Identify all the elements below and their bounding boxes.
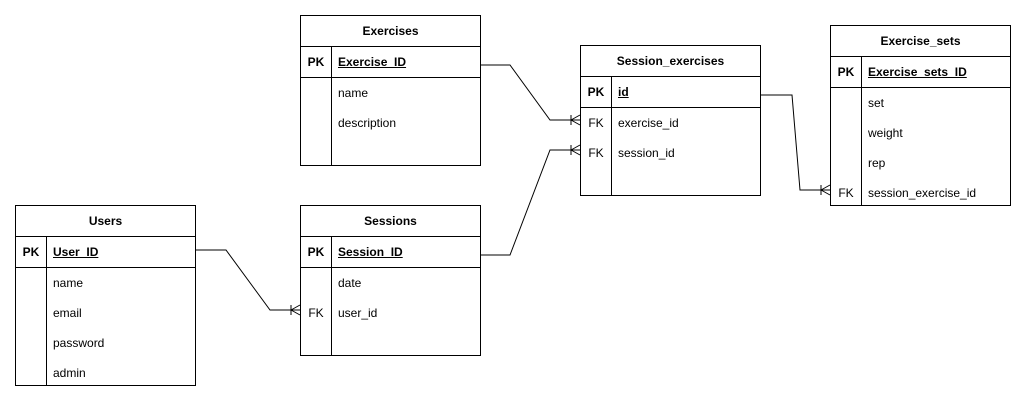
field-list: name description	[301, 78, 480, 166]
table-sessions: Sessions PK Session_ID date FK user_id	[300, 205, 481, 356]
pk-field: Session_ID	[338, 245, 403, 259]
fk-label: FK	[308, 306, 324, 320]
relationship-users-sessions	[196, 249, 301, 316]
pk-row: PK User_ID	[16, 237, 195, 268]
pk-field: User_ID	[53, 245, 99, 259]
relationship-exercises-session-exercises	[481, 64, 581, 126]
pk-row: PK Exercise_ID	[301, 47, 480, 78]
field-list: FK exercise_id FK session_id	[581, 108, 760, 196]
table-title: Exercise_sets	[831, 26, 1010, 57]
field: set	[868, 96, 885, 110]
divider	[331, 47, 332, 77]
field-list: name email password admin	[16, 268, 195, 386]
field: admin	[53, 366, 86, 380]
pk-label: PK	[837, 65, 855, 79]
divider	[861, 88, 862, 206]
pk-label: PK	[587, 85, 605, 99]
fk-label: FK	[588, 146, 604, 160]
field: description	[338, 116, 397, 130]
pk-row: PK id	[581, 77, 760, 108]
table-title: Users	[16, 206, 195, 237]
pk-field: Exercise_ID	[338, 55, 407, 69]
pk-label: PK	[22, 245, 40, 259]
divider	[611, 77, 612, 107]
field: name	[53, 276, 84, 290]
divider	[46, 237, 47, 267]
field: session_exercise_id	[868, 186, 977, 200]
table-session-exercises: Session_exercises PK id FK exercise_id F…	[580, 45, 761, 196]
field-list: date FK user_id	[301, 268, 480, 356]
divider	[861, 57, 862, 87]
field: email	[53, 306, 82, 320]
pk-label: PK	[307, 245, 325, 259]
field: user_id	[338, 306, 378, 320]
table-exercises: Exercises PK Exercise_ID name descriptio…	[300, 15, 481, 166]
fk-label: FK	[838, 186, 854, 200]
divider	[611, 108, 612, 196]
table-users: Users PK User_ID name email password adm…	[15, 205, 196, 386]
relationship-sessions-session-exercises	[481, 144, 581, 256]
pk-field: Exercise_sets_ID	[868, 65, 967, 79]
field: name	[338, 86, 369, 100]
table-title: Sessions	[301, 206, 480, 237]
divider	[331, 78, 332, 166]
pk-label: PK	[307, 55, 325, 69]
relationship-session-exercises-exercise-sets	[761, 94, 831, 196]
field: exercise_id	[618, 116, 679, 130]
divider	[331, 268, 332, 356]
field: weight	[868, 126, 903, 140]
divider	[331, 237, 332, 267]
divider	[46, 268, 47, 386]
fk-label: FK	[588, 116, 604, 130]
field: session_id	[618, 146, 675, 160]
field-list: set weight rep FK session_exercise_id	[831, 88, 1010, 206]
field: rep	[868, 156, 886, 170]
pk-field: id	[618, 85, 629, 99]
field: password	[53, 336, 105, 350]
pk-row: PK Exercise_sets_ID	[831, 57, 1010, 88]
field: date	[338, 276, 362, 290]
table-title: Session_exercises	[581, 46, 760, 77]
pk-row: PK Session_ID	[301, 237, 480, 268]
table-title: Exercises	[301, 16, 480, 47]
table-exercise-sets: Exercise_sets PK Exercise_sets_ID set we…	[830, 25, 1011, 206]
